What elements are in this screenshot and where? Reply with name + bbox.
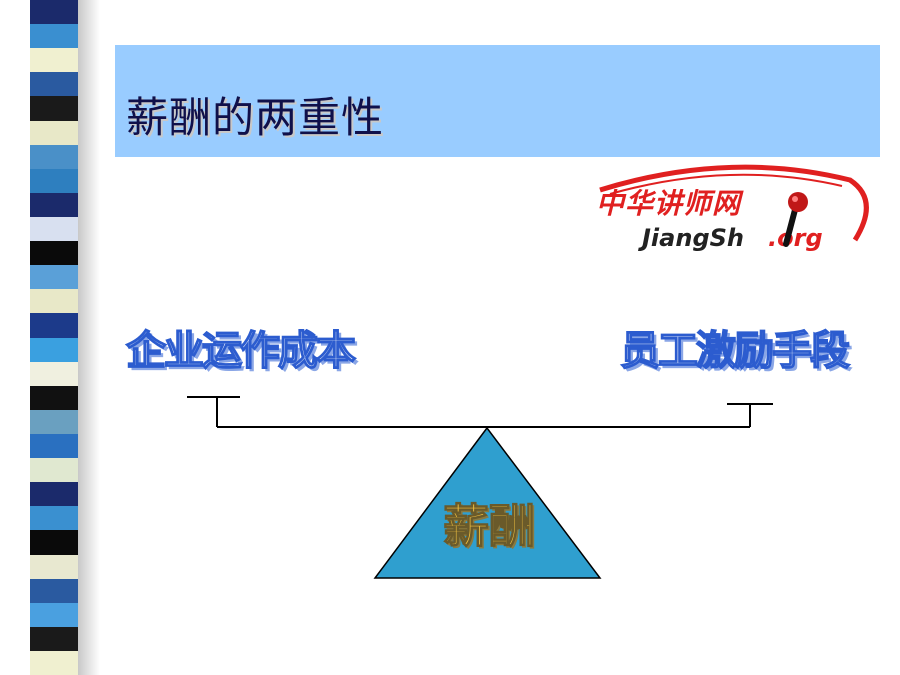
stripe	[30, 24, 78, 49]
stripe	[30, 289, 78, 314]
stripe	[30, 241, 78, 266]
stripe-shadow	[78, 0, 100, 675]
stripe	[30, 168, 78, 193]
decorative-stripe-bar	[30, 0, 78, 675]
stripe	[30, 144, 78, 169]
left-label: 企业运作成本	[125, 327, 357, 375]
stripe	[30, 96, 78, 121]
stripe	[30, 602, 78, 627]
stripe	[30, 458, 78, 483]
stripe	[30, 626, 78, 651]
stripe	[30, 578, 78, 603]
stripe	[30, 313, 78, 338]
logo-english-part1: JiangSh	[642, 224, 744, 252]
stripe	[30, 216, 78, 242]
stripe	[30, 385, 78, 410]
stripe	[30, 506, 78, 531]
stripe	[30, 265, 78, 290]
stripe	[30, 554, 78, 579]
stripe	[30, 120, 78, 145]
microphone-icon	[783, 192, 808, 247]
title-band	[115, 45, 880, 157]
stripe	[30, 482, 78, 507]
logo-english-text: JiangSh .org	[642, 224, 823, 252]
logo: 中华讲师网 JiangSh .org	[580, 160, 880, 260]
stripe	[30, 650, 78, 675]
stripe	[30, 530, 78, 555]
stripe	[30, 72, 78, 97]
right-label: 员工激励手段	[619, 327, 851, 375]
slide-title: 薪酬的两重性	[126, 93, 385, 142]
stripe	[30, 433, 78, 459]
stripe	[30, 0, 78, 25]
fulcrum-triangle	[373, 426, 602, 579]
stripe	[30, 48, 78, 73]
logo-english-part2: .org	[768, 224, 823, 252]
stripe	[30, 192, 78, 217]
logo-arc-icon	[599, 164, 869, 242]
stripe	[30, 361, 78, 386]
stripe	[30, 337, 78, 362]
fulcrum-label: 薪酬	[443, 499, 536, 554]
stripe	[30, 409, 78, 434]
logo-chinese-text: 中华讲师网	[596, 187, 742, 220]
